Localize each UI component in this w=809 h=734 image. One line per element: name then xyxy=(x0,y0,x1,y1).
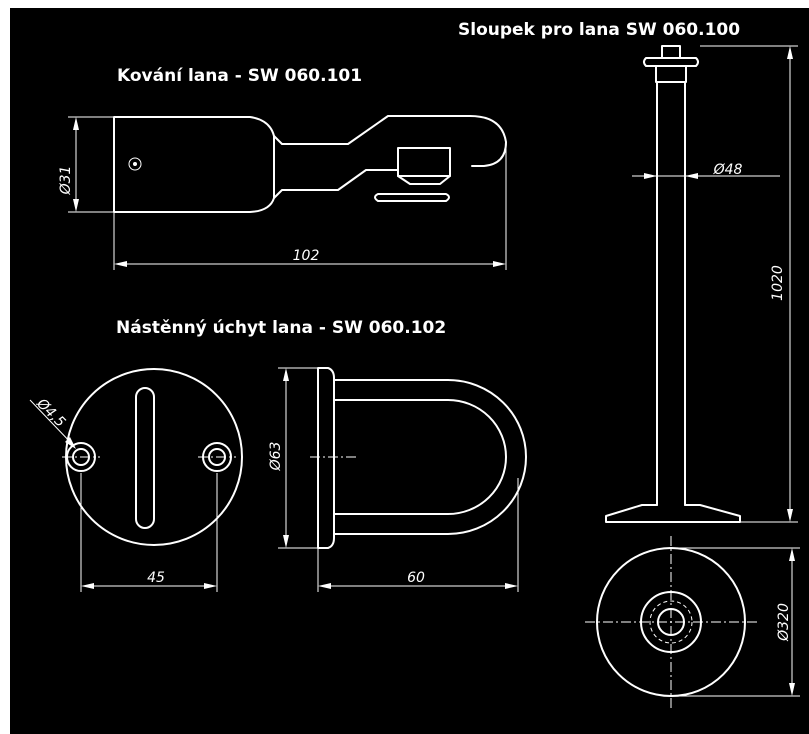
post-tube-arrow-right xyxy=(685,173,698,179)
post-height-arrow-top xyxy=(787,46,793,59)
fitting-pin-center xyxy=(133,162,137,166)
base-diameter-arrow-bottom xyxy=(789,683,795,696)
mount-depth-arrow-right xyxy=(505,583,518,589)
hole-diameter-label: Ø4,5 xyxy=(33,395,69,431)
hole-diameter-arrow xyxy=(65,437,76,449)
fitting-hook-lower xyxy=(273,169,399,199)
fitting-body-outline xyxy=(113,116,275,213)
mount-depth-arrow-left xyxy=(318,583,331,589)
fitting-diameter-arrow-bottom xyxy=(73,199,79,212)
mount-depth-label: 60 xyxy=(407,570,425,586)
mount-side-plate xyxy=(317,367,335,549)
hole-spacing-label: 45 xyxy=(147,570,165,586)
post-height-arrow-bottom xyxy=(787,509,793,522)
base-diameter-label: Ø320 xyxy=(776,603,792,642)
hole-spacing-arrow-right xyxy=(204,583,217,589)
drawing-canvas: Ø31 102 Ø48 1020 Ø320 Ø4,5 45 Ø63 60 Slo… xyxy=(10,8,809,734)
post-base-flange xyxy=(605,504,741,523)
mount-diameter-arrow-bottom xyxy=(283,535,289,548)
fitting-pin-hole xyxy=(128,157,142,171)
fitting-lever xyxy=(374,193,450,202)
fitting-length-arrow-right xyxy=(493,261,506,267)
base-hidden-circle xyxy=(649,600,693,644)
mount-u-outer xyxy=(333,379,527,535)
post-height-label: 1020 xyxy=(770,265,786,301)
post-collar xyxy=(655,65,687,83)
fitting-clamp-block xyxy=(397,147,451,177)
post-top-knob xyxy=(661,45,681,59)
wall-mount-title: Nástěnný úchyt lana - SW 060.102 xyxy=(116,318,447,338)
fitting-hook-upper xyxy=(273,115,507,167)
fitting-clamp-lip xyxy=(397,175,451,185)
post-tube-arrow-left xyxy=(644,173,657,179)
fitting-length-arrow-left xyxy=(114,261,127,267)
mount-diameter-arrow-top xyxy=(283,368,289,381)
mount-u-inner xyxy=(333,399,507,515)
fitting-diameter-label: Ø31 xyxy=(58,166,74,196)
post-drawing xyxy=(605,45,798,523)
technical-drawing: Ø31 102 Ø48 1020 Ø320 Ø4,5 45 Ø63 60 xyxy=(29,45,800,708)
fitting-drawing xyxy=(68,115,507,270)
post-title: Sloupek pro lana SW 060.100 xyxy=(458,20,741,40)
wall-mount-side-drawing xyxy=(278,367,527,592)
hole-spacing-arrow-left xyxy=(81,583,94,589)
wall-mount-front-drawing xyxy=(29,368,243,592)
mount-diameter-label: Ø63 xyxy=(268,442,284,472)
fitting-length-label: 102 xyxy=(293,248,320,264)
hole-diameter-leader xyxy=(29,399,75,447)
post-tube-diameter-label: Ø48 xyxy=(713,162,743,178)
fitting-diameter-arrow-top xyxy=(73,117,79,130)
post-base-plan-drawing xyxy=(585,536,800,708)
mount-slot xyxy=(135,387,155,529)
post-top-cap xyxy=(643,57,699,67)
base-diameter-arrow-top xyxy=(789,548,795,561)
fitting-title: Kování lana - SW 060.101 xyxy=(117,66,363,86)
